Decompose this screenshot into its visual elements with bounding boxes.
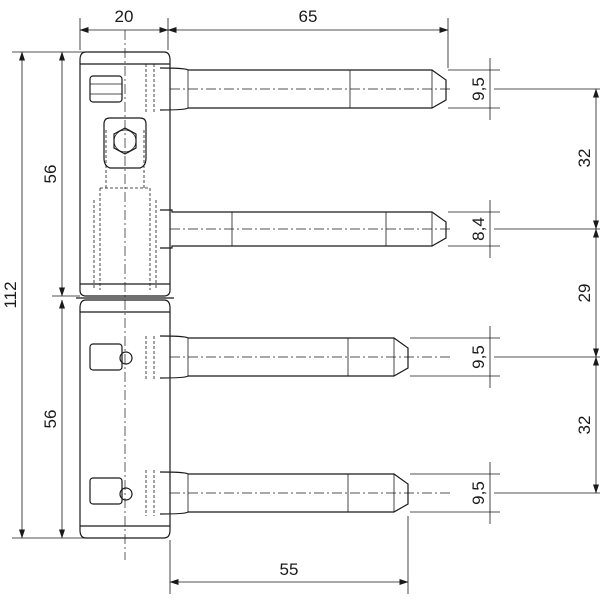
- dim-length-65: 65: [299, 7, 318, 26]
- dim-diameter-pin-3: 9,5: [469, 345, 488, 369]
- dim-left: 112 56 56: [1, 51, 86, 539]
- pin-4: [159, 471, 450, 515]
- set-screw-3-icon: [89, 470, 155, 516]
- dim-bottom: 55: [169, 516, 409, 594]
- set-screw-2-icon: [89, 336, 155, 380]
- upper-barrel: [79, 51, 171, 297]
- dim-height-112: 112: [1, 281, 20, 308]
- dim-spacing-32-upper: 32: [575, 149, 594, 168]
- pin-2: [160, 209, 450, 249]
- pin-1: [159, 67, 450, 111]
- dim-height-56-lower: 56: [41, 410, 60, 429]
- dim-height-56-upper: 56: [41, 165, 60, 184]
- dim-diameter-pin-4: 9,5: [469, 481, 488, 505]
- dim-diameter-pin-2: 8,4: [469, 217, 488, 241]
- set-screw-1-icon: [89, 64, 155, 112]
- pin-3: [159, 335, 450, 379]
- lower-barrel: [79, 299, 171, 539]
- hinge-body: [76, 30, 174, 560]
- dim-pin-diameters: 9,5 8,4 9,5 9,5: [410, 58, 500, 524]
- dim-diameter-pin-1: 9,5: [469, 77, 488, 101]
- hidden-sleeve: [99, 187, 151, 290]
- dim-spacing-32-lower: 32: [575, 416, 594, 435]
- dim-length-55: 55: [280, 560, 299, 579]
- dim-pin-spacing: 32 29 32: [494, 88, 600, 494]
- dim-spacing-29: 29: [575, 284, 594, 303]
- dim-top: 20 65: [79, 7, 449, 68]
- dim-width-20: 20: [115, 7, 134, 26]
